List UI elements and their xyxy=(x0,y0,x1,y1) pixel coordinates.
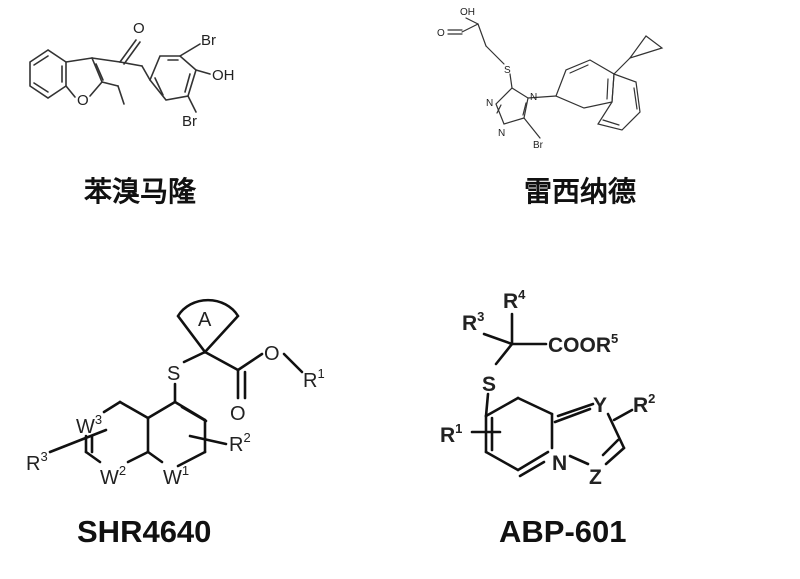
shr4640-w1: W1 xyxy=(163,463,189,489)
lesinurad-structure xyxy=(447,17,664,139)
shr4640-carbonyl-oxygen: O xyxy=(230,403,246,425)
shr4640-structure xyxy=(48,298,304,468)
abp601-structure xyxy=(470,312,634,478)
benzbromarone-bromine-top: Br xyxy=(201,32,216,49)
abp601-z: Z xyxy=(589,466,602,489)
shr4640-sulfur: S xyxy=(167,363,180,385)
caption-shr4640: SHR4640 xyxy=(77,514,212,549)
abp601-r1: R1 xyxy=(440,421,462,447)
shr4640-r3: R3 xyxy=(26,449,48,475)
shr4640-w2: W2 xyxy=(100,463,126,489)
lesinurad-nitrogen-2: N xyxy=(498,128,505,139)
shr4640-ring-a: A xyxy=(198,309,212,331)
shr4640-r1: R1 xyxy=(303,366,325,392)
abp601-nitrogen: N xyxy=(552,452,567,475)
abp601-sulfur: S xyxy=(482,373,496,396)
lesinurad-nitrogen-4: N xyxy=(530,92,537,103)
benzbromarone-carbonyl-oxygen: O xyxy=(133,20,145,37)
abp601-ester-group: COOR5 xyxy=(548,331,618,357)
benzbromarone-structure xyxy=(29,39,211,113)
caption-lesinurad: 雷西纳德 xyxy=(524,175,637,208)
shr4640-w3: W3 xyxy=(76,412,102,438)
shr4640-r2: R2 xyxy=(229,430,251,456)
caption-abp601: ABP-601 xyxy=(499,514,627,549)
abp601-y: Y xyxy=(593,394,607,417)
abp601-r2: R2 xyxy=(633,391,655,417)
lesinurad-sulfur: S xyxy=(504,65,511,76)
lesinurad-acid-hydroxyl: OH xyxy=(460,7,475,18)
shr4640-ester-oxygen: O xyxy=(264,343,280,365)
benzbromarone-bromine-bottom: Br xyxy=(182,113,197,130)
lesinurad-nitrogen-1: N xyxy=(486,98,493,109)
abp601-r4: R4 xyxy=(503,287,526,313)
caption-benzbromarone: 苯溴马隆 xyxy=(84,175,197,208)
abp601-r3: R3 xyxy=(462,309,484,335)
lesinurad-bromine: Br xyxy=(533,140,544,151)
lesinurad-acid-oxygen: O xyxy=(437,28,445,39)
benzbromarone-hydroxyl: OH xyxy=(212,67,235,84)
benzbromarone-furan-oxygen: O xyxy=(77,92,89,109)
